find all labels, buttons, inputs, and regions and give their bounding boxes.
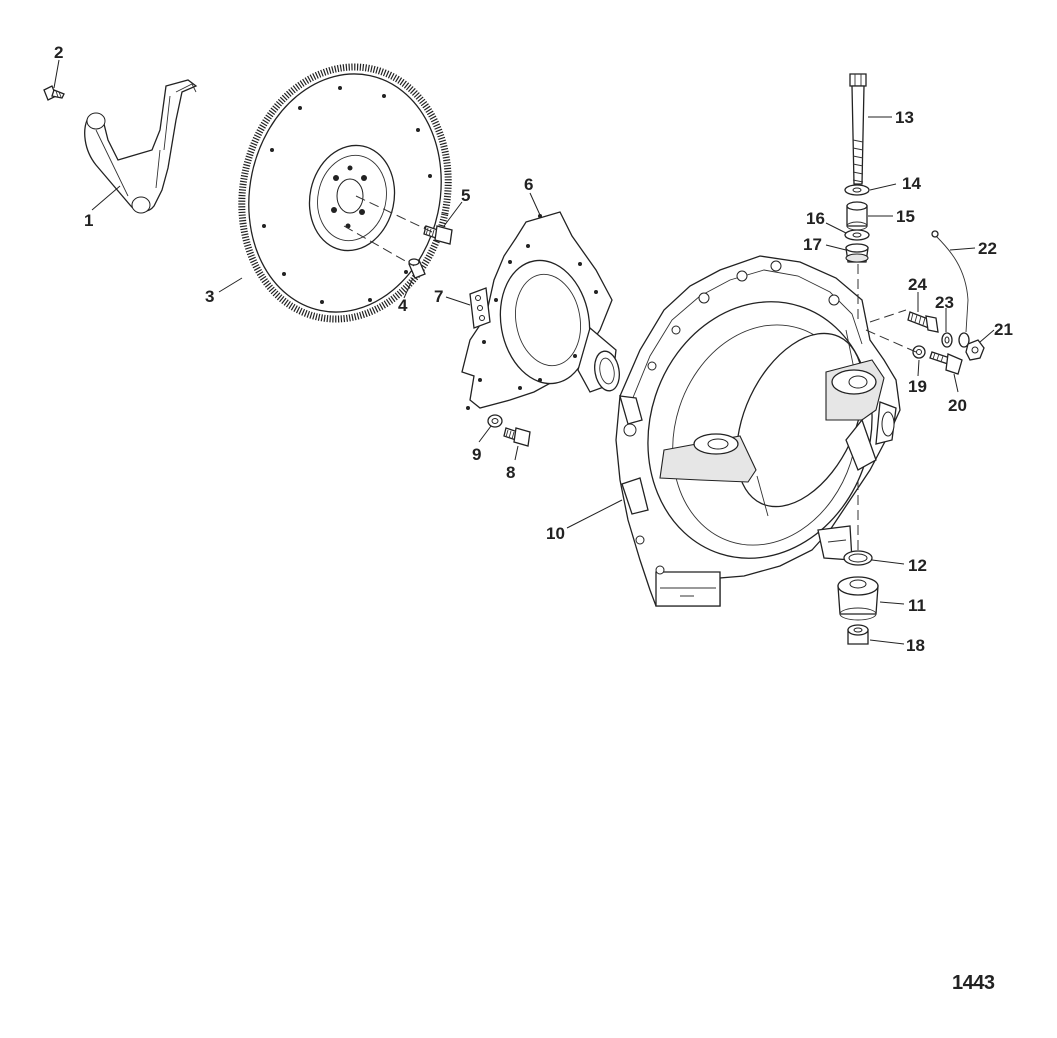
flywheel-part-3 (238, 63, 452, 323)
nut-part-21 (965, 339, 985, 361)
bolt-part-2 (43, 85, 65, 101)
callout-20: 20 (948, 396, 967, 415)
stud-part-24 (907, 311, 939, 333)
callout-13: 13 (895, 108, 914, 127)
callout-3: 3 (205, 287, 214, 306)
dowel-pin-part-4 (408, 258, 426, 279)
callout-4: 4 (398, 296, 408, 315)
callout-24: 24 (908, 275, 927, 294)
plate-part-7 (469, 287, 491, 329)
callout-1: 1 (84, 211, 93, 230)
mount-part-11 (837, 576, 879, 621)
washer-part-16 (844, 229, 870, 241)
coupler-part-6 (461, 211, 620, 410)
callout-9: 9 (472, 445, 481, 464)
callout-16: 16 (806, 209, 825, 228)
callout-6: 6 (524, 175, 533, 194)
callout-18: 18 (906, 636, 925, 655)
callout-21: 21 (994, 320, 1013, 339)
callout-10: 10 (546, 524, 565, 543)
callout-8: 8 (506, 463, 515, 482)
bracket-part-1 (84, 79, 198, 214)
bell-housing-part-10 (615, 255, 901, 607)
bolt-part-8 (503, 427, 531, 447)
washer-part-19 (912, 345, 926, 359)
nut-part-18 (847, 624, 869, 645)
callout-22: 22 (978, 239, 997, 258)
bolt-part-20 (929, 351, 963, 375)
leader-lines (53, 59, 995, 645)
callout-14: 14 (902, 174, 921, 193)
spacer-part-15 (846, 201, 868, 231)
ring-part-12 (843, 550, 873, 566)
washer-part-23 (941, 332, 953, 348)
callout-17: 17 (803, 235, 822, 254)
figure-number: 1443 (952, 972, 995, 994)
callout-labels: 1 2 3 4 5 6 7 8 9 10 11 12 13 14 15 16 1… (54, 43, 1013, 655)
mount-part-17 (845, 243, 869, 263)
ground-wire-part-22 (931, 230, 970, 348)
callout-19: 19 (908, 377, 927, 396)
callout-2: 2 (54, 43, 63, 62)
callout-11: 11 (908, 596, 926, 615)
bolt-part-13 (849, 73, 867, 185)
assembly-lines (343, 195, 917, 550)
washer-part-14 (844, 184, 870, 196)
callout-15: 15 (896, 207, 915, 226)
callout-5: 5 (461, 186, 470, 205)
callout-23: 23 (935, 293, 954, 312)
callout-7: 7 (434, 287, 443, 306)
washer-part-9 (487, 414, 503, 428)
callout-12: 12 (908, 556, 927, 575)
